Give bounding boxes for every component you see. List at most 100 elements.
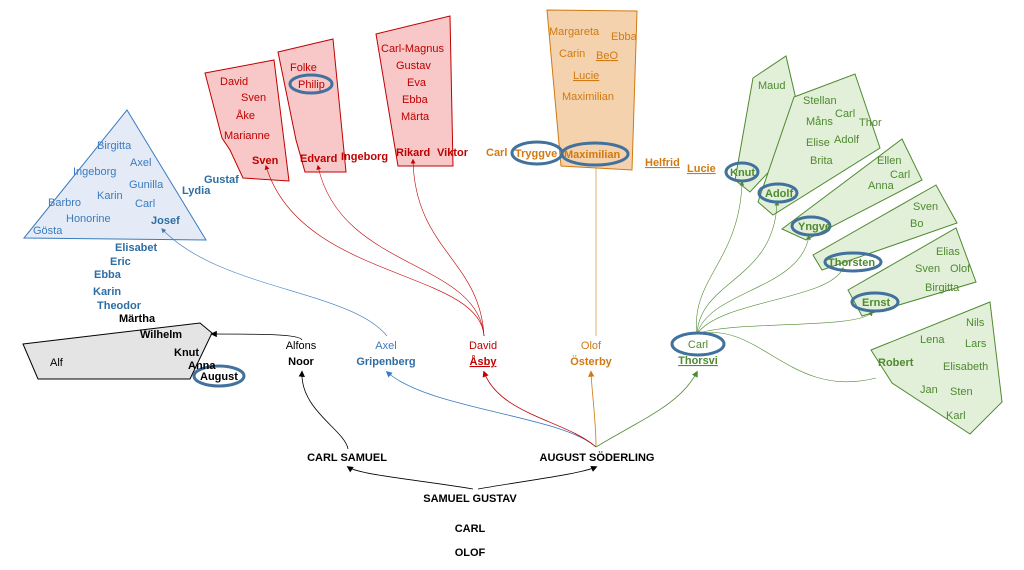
- gripenberg-box-name: Barbro: [48, 197, 81, 209]
- asby-box1-name: Sven: [252, 155, 279, 167]
- gripenberg-box-name: Honorine: [66, 213, 111, 225]
- noor-box-name: Alf: [50, 357, 64, 369]
- thorsvi-box5-name: Sven: [915, 263, 940, 275]
- connector-thorsvi-robert: [696, 332, 877, 383]
- thorsvi-box5-name: Birgitta: [925, 282, 960, 294]
- thorsvi-box4-name: Sven: [913, 201, 938, 213]
- osterby-name: Tryggve: [515, 148, 557, 160]
- asby-box3-name: Carl-Magnus: [381, 43, 444, 55]
- highlight-august: [192, 364, 246, 388]
- thorsvi-box1-name: Knut: [730, 167, 755, 179]
- gripenberg-box-name: Gunilla: [129, 179, 164, 191]
- connector-samuel-carlsamuel: [346, 466, 474, 490]
- connector-thorsvi-ernst: [696, 311, 873, 335]
- osterby-box-name: Maximilian: [564, 149, 621, 161]
- osterby-name: Helfrid: [645, 157, 680, 169]
- noor-family-name: Noor: [288, 356, 314, 368]
- thorsvi-box2-name: Elise: [806, 137, 830, 149]
- asby-box1-name: Sven: [241, 92, 266, 104]
- highlight-adolf: [757, 182, 799, 204]
- thorsvi-box6-name: Jan: [920, 384, 938, 396]
- asby-group-box-3: [375, 15, 454, 167]
- thorsvi-group-box-2: [757, 73, 881, 216]
- gripenberg-box-name: Josef: [151, 215, 180, 227]
- osterby-box-name: Ebba: [611, 31, 638, 43]
- gripenberg-group-box: [22, 109, 207, 241]
- highlight-maximilian: [560, 141, 630, 167]
- thorsvi-box6-name: Elisabeth: [943, 361, 988, 373]
- gripenberg-name: Eric: [110, 256, 131, 268]
- highlight-yngve: [790, 215, 832, 237]
- thorsvi-box3-name: Anna: [868, 180, 895, 192]
- highlight-philip: [288, 73, 334, 95]
- thorsvi-group-box-3: [781, 138, 923, 241]
- asby-name: Ingeborg: [341, 151, 388, 163]
- connector-thorsvi-knut: [696, 180, 745, 335]
- thorsvi-box3-name: Ellen: [877, 155, 901, 167]
- osterby-box-name: BeO: [596, 50, 618, 62]
- gripenberg-box-name: Karin: [97, 190, 123, 202]
- osterby-family-name: Österby: [570, 355, 612, 368]
- gripenberg-box-name: Birgitta: [97, 140, 132, 152]
- osterby-box-name: Margareta: [549, 26, 600, 38]
- gripenberg-name: Karin: [93, 286, 121, 298]
- connector-thorsvi-adolf: [696, 200, 780, 335]
- connector-thorsvi-thorsten: [696, 266, 844, 335]
- connector-august-thorsvi: [595, 370, 698, 448]
- osterby-group-box: [546, 9, 638, 171]
- asby-box3-name: Märta: [401, 111, 430, 123]
- osterby-first-name: Olof: [581, 340, 602, 352]
- thorsvi-box2-name: Adolf: [834, 134, 860, 146]
- thorsvi-family-name: Thorsvi: [678, 355, 718, 367]
- asby-name: Viktor: [437, 147, 469, 159]
- osterby-name: Carl: [486, 147, 507, 159]
- asby-box1-name: David: [220, 76, 248, 88]
- connector-thorsvi-yngve: [696, 234, 811, 335]
- noor-group-box: [22, 322, 213, 380]
- asby-box3-name: Gustav: [396, 60, 431, 72]
- root-olof: OLOF: [455, 547, 486, 559]
- thorsvi-box6-name: Sten: [950, 386, 973, 398]
- thorsvi-box2-name: Stellan: [803, 95, 837, 107]
- gripenberg-first-name: Axel: [375, 340, 396, 352]
- asby-box3-name: Eva: [407, 77, 427, 89]
- thorsvi-box2-name: Brita: [810, 155, 834, 167]
- gripenberg-box-name: Gösta: [33, 225, 63, 237]
- gripenberg-name: Gustaf: [204, 174, 239, 186]
- root-samuel-gustav: SAMUEL GUSTAV: [423, 493, 517, 505]
- asby-first-name: David: [469, 340, 497, 352]
- gripenberg-box-name: Carl: [135, 198, 155, 210]
- asby-box2-name: Edvard: [300, 153, 337, 165]
- highlight-thorsvi-carl: [670, 331, 726, 357]
- connector-samuel-august: [477, 465, 598, 490]
- noor-name: Knut: [174, 347, 199, 359]
- connector-gripenberg-josef: [161, 228, 388, 337]
- thorsvi-box6-name: Nils: [966, 317, 985, 329]
- root-august-soderling: AUGUST SÖDERLING: [540, 451, 655, 464]
- asby-box1-name: Åke: [236, 109, 255, 122]
- thorsvi-box2-name: Carl: [835, 108, 855, 120]
- gripenberg-name: Ebba: [94, 269, 122, 281]
- highlight-knut: [724, 161, 760, 183]
- thorsvi-box6-name: Karl: [946, 410, 966, 422]
- thorsvi-box2-name: Thor: [859, 117, 882, 129]
- asby-family-name: Åsby: [470, 355, 498, 368]
- thorsvi-box6-name: Robert: [878, 357, 914, 369]
- gripenberg-box-name: Axel: [130, 157, 151, 169]
- thorsvi-group-box-6: [870, 301, 1003, 435]
- thorsvi-box4-name: Bo: [910, 218, 923, 230]
- root-carl: CARL: [455, 523, 486, 535]
- connector-asby-rikard: [410, 158, 485, 337]
- thorsvi-first-name: Carl: [688, 339, 708, 351]
- thorsvi-box6-name: Lars: [965, 338, 987, 350]
- asby-box1-name: Marianne: [224, 130, 270, 142]
- connector-noor-wilhelm: [210, 330, 303, 341]
- thorsvi-box5-name: Elias: [936, 246, 960, 258]
- osterby-box-name: Maximilian: [562, 91, 614, 103]
- gripenberg-name: Theodor: [97, 300, 142, 312]
- asby-box3-name: Ebba: [402, 94, 429, 106]
- root-carl-samuel: CARL SAMUEL: [307, 452, 387, 464]
- thorsvi-box3-name: Carl: [890, 169, 910, 181]
- asby-box3-name: Rikard: [396, 147, 430, 159]
